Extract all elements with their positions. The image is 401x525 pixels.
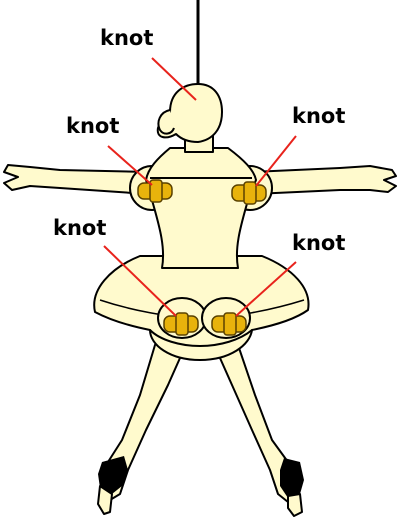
left-arm [4, 165, 150, 194]
right-hip-knot-label: knot [292, 231, 345, 255]
torso [146, 148, 256, 268]
left-shoulder-knot [138, 180, 172, 202]
right-shoulder-knot [232, 182, 266, 204]
head-knot-label: knot [100, 26, 153, 50]
left-hip-knot [164, 313, 198, 335]
left-shoulder-knot-label: knot [66, 114, 119, 138]
head-knot-leader [152, 58, 196, 100]
right-shoe-tip [288, 494, 302, 516]
right-arm [252, 166, 396, 194]
right-shoulder-knot-label: knot [292, 104, 345, 128]
left-hip-knot-label: knot [53, 216, 106, 240]
right-hip-knot [212, 313, 246, 335]
